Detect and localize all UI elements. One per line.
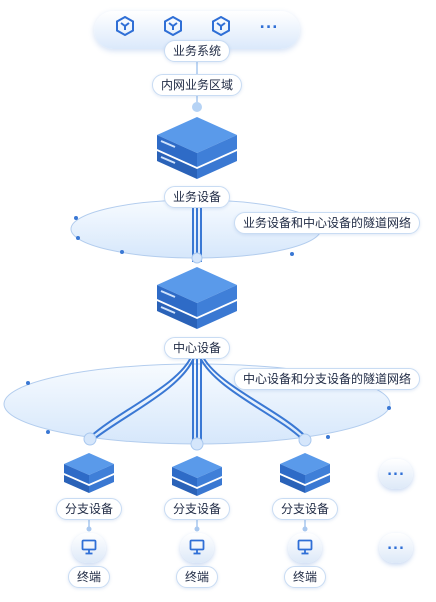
tunnel-center-branches [89, 354, 307, 443]
tunnel-center-branch-label: 中心设备和分支设备的隧道网络 [234, 368, 421, 390]
more-devices-button[interactable]: ... [379, 459, 413, 489]
business-device-icon[interactable] [155, 115, 239, 181]
terminal-label: 终端 [175, 566, 219, 588]
branch-device-label: 分支设备 [163, 498, 231, 520]
tunnel-business-center-label: 业务设备和中心设备的隧道网络 [234, 212, 421, 234]
branch-device-icon[interactable] [279, 452, 331, 494]
intranet-zone-label: 内网业务区域 [151, 74, 243, 96]
terminal-node[interactable] [288, 533, 322, 563]
branch-device-label: 分支设备 [55, 498, 123, 520]
branch-device-label: 分支设备 [271, 498, 339, 520]
system-hex-icon[interactable] [115, 16, 135, 36]
business-system-label: 业务系统 [163, 40, 231, 62]
more-systems-icon[interactable]: ... [259, 16, 279, 32]
monitor-icon [297, 539, 313, 555]
more-terminals-button[interactable]: ... [379, 533, 413, 563]
branch-device-icon[interactable] [171, 455, 223, 497]
center-device-icon[interactable] [155, 265, 239, 331]
terminal-node[interactable] [72, 533, 106, 563]
terminal-label: 终端 [283, 566, 327, 588]
branch-device-icon[interactable] [63, 452, 115, 494]
terminal-label: 终端 [67, 566, 111, 588]
system-hex-icon[interactable] [211, 16, 231, 36]
center-device-label: 中心设备 [163, 337, 231, 359]
tunnel-business-center [191, 205, 203, 264]
terminal-node[interactable] [180, 533, 214, 563]
business-device-label: 业务设备 [163, 186, 231, 208]
monitor-icon [189, 539, 205, 555]
monitor-icon [81, 539, 97, 555]
system-hex-icon[interactable] [163, 16, 183, 36]
connector-node [192, 102, 202, 112]
